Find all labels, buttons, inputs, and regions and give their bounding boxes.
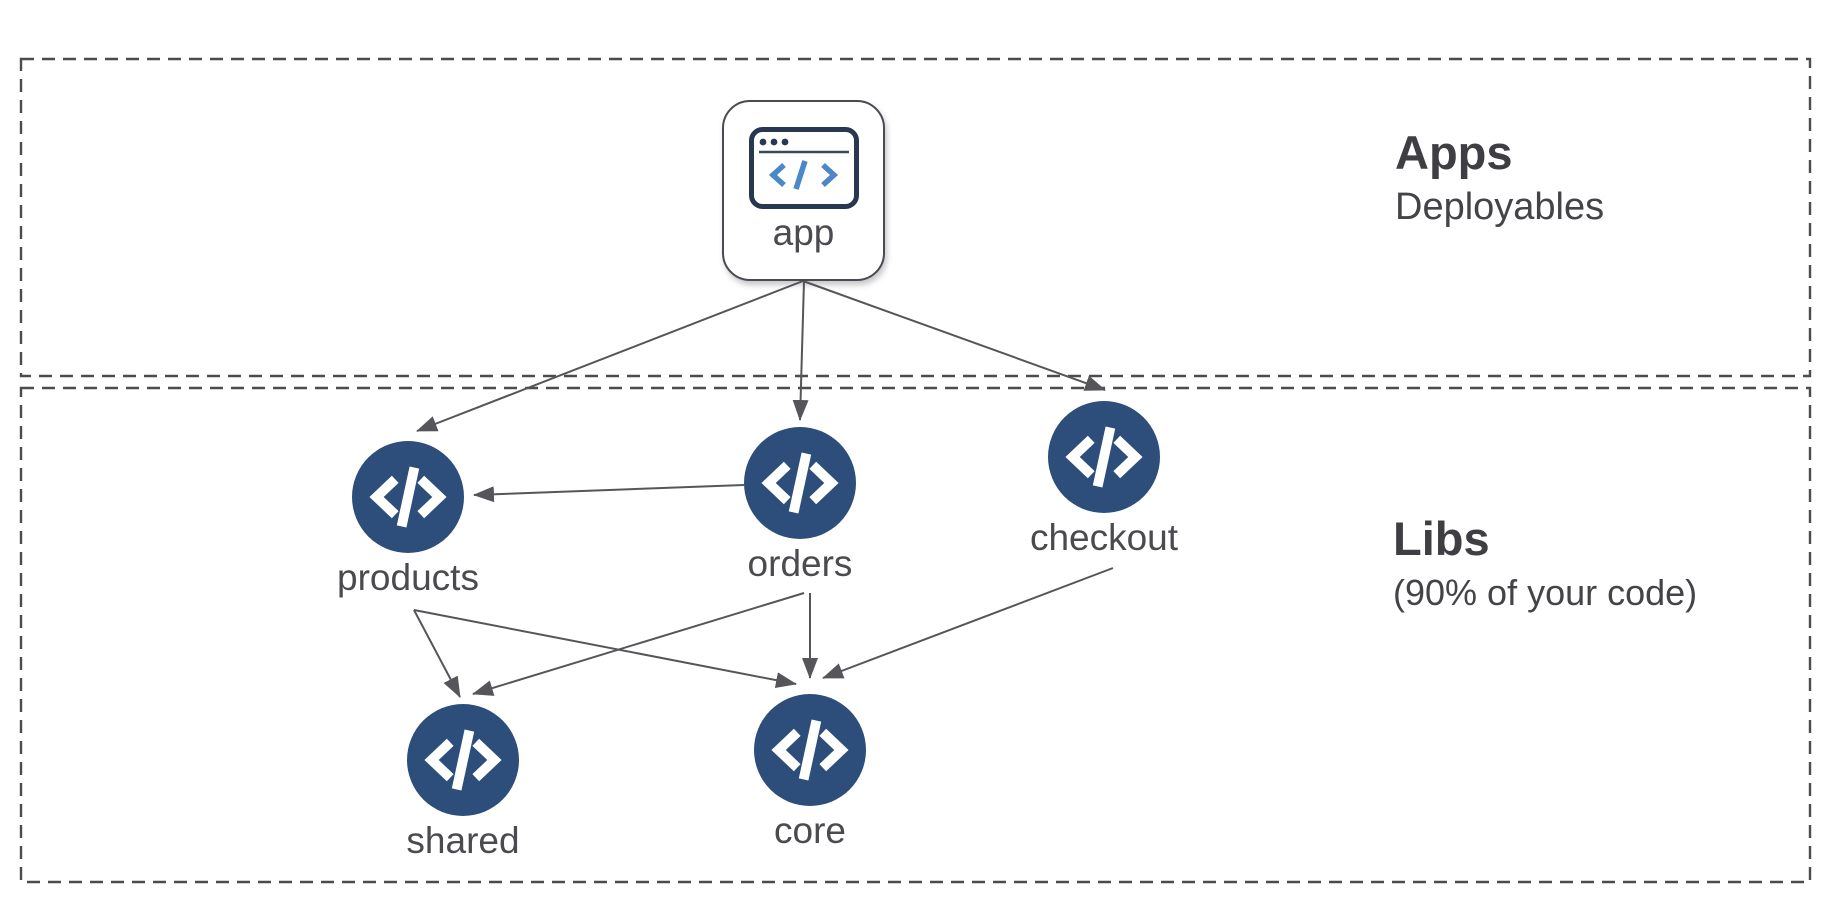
node-orders: orders [690, 427, 910, 586]
node-shared: shared [353, 704, 573, 863]
apps-zone-label: Apps Deployables [1395, 126, 1604, 230]
libs-zone-title: Libs [1393, 512, 1490, 565]
code-icon [352, 441, 464, 553]
code-icon [407, 704, 519, 816]
apps-zone-border [19, 57, 1812, 378]
node-checkout-label: checkout [1029, 517, 1179, 558]
code-icon [744, 427, 856, 539]
edge-app-orders [792, 280, 809, 421]
edge-orders-shared [472, 592, 805, 696]
node-app-label: app [772, 212, 835, 253]
libs-zone-border [19, 386, 1812, 884]
node-orders-label: orders [747, 543, 853, 584]
apps-zone-subtitle: Deployables [1395, 186, 1605, 229]
edge-products-shared [413, 609, 461, 698]
edge-app-products [416, 280, 804, 432]
node-app: app [722, 100, 885, 281]
edge-checkout-core [822, 567, 1114, 679]
node-core-label: core [774, 810, 846, 851]
libs-zone-label: Libs (90% of your code) [1393, 512, 1697, 613]
node-shared-label: shared [406, 820, 520, 861]
node-core: core [700, 694, 920, 853]
node-checkout: checkout [994, 401, 1214, 560]
node-products-label: products [337, 557, 479, 598]
code-icon [754, 694, 866, 806]
node-products: products [298, 441, 518, 600]
code-icon [768, 160, 838, 190]
apps-zone-title: Apps [1395, 126, 1513, 179]
edge-orders-products [473, 484, 745, 503]
libs-zone-subtitle: (90% of your code) [1393, 572, 1698, 614]
browser-window-icon [748, 127, 859, 209]
edge-app-checkout [802, 280, 1106, 391]
code-icon [1048, 401, 1160, 513]
edge-products-core [413, 609, 797, 689]
